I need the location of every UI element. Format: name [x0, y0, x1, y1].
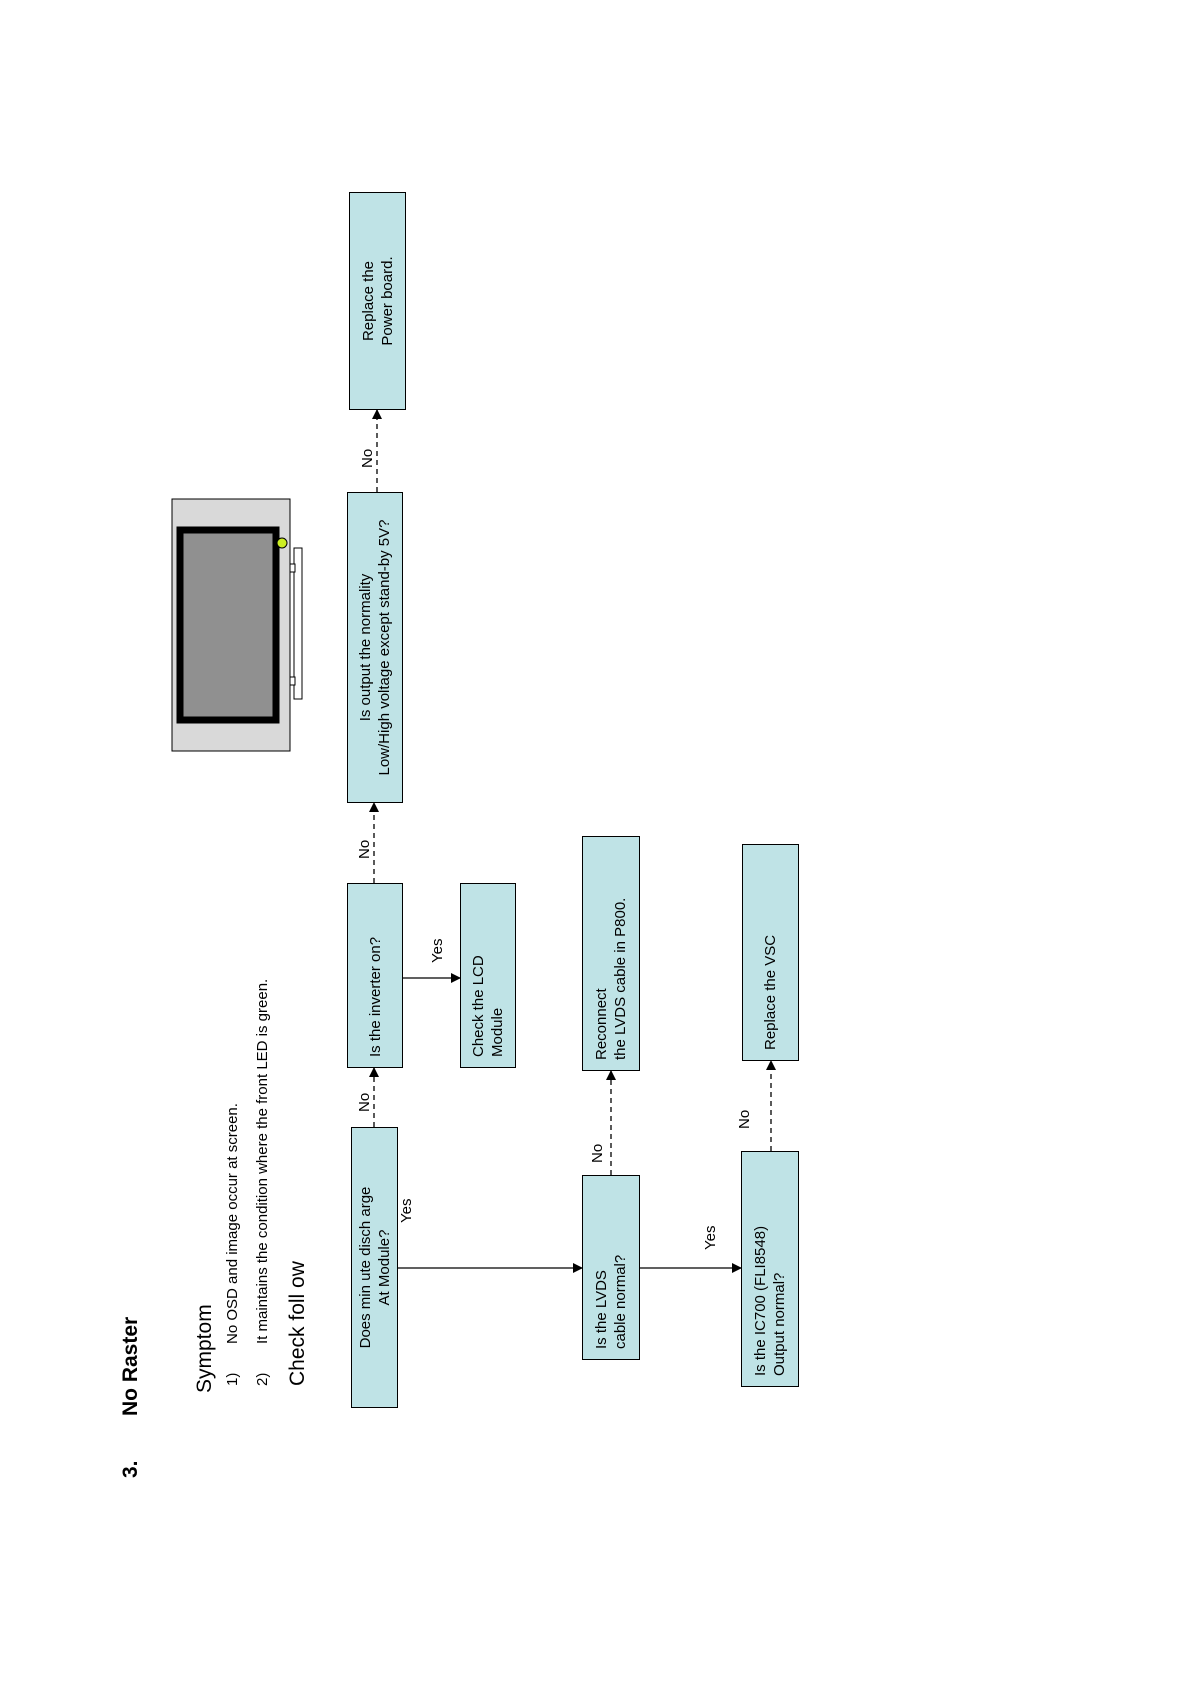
node-text: Does min ute disch arge	[356, 1186, 374, 1349]
node-ic700: Is the IC700 (FLI8548) Output normal?	[741, 1151, 799, 1387]
node-text: Is output the normality	[357, 573, 374, 722]
node-text: At Module?	[375, 1229, 393, 1306]
node-inverter: Is the inverter on?	[347, 883, 403, 1068]
node-discharge: Does min ute disch arge At Module?	[351, 1127, 398, 1408]
front-led-icon	[276, 537, 288, 549]
node-reconnect-lvds: Reconnect the LVDS cable in P800.	[582, 836, 640, 1071]
node-text: Power board.	[378, 256, 396, 346]
node-lvds-cable: Is the LVDS cable normal?	[582, 1175, 640, 1360]
node-text: Replace the VSC	[762, 934, 779, 1050]
node-text: Output normal?	[771, 1272, 788, 1376]
node-output-normality: Is output the normality Low/High voltage…	[347, 492, 403, 803]
node-text: Module	[489, 1007, 506, 1057]
edge-label-inverter-no: No	[356, 839, 373, 859]
node-text: Is the inverter on?	[366, 936, 384, 1057]
node-text: Is the IC700 (FLI8548)	[752, 1225, 769, 1376]
node-text: Low/High voltage except stand-by 5V?	[376, 519, 393, 776]
node-text: cable normal?	[612, 1254, 629, 1349]
node-replace-power-board: Replace the Power board.	[349, 192, 406, 410]
node-text: Reconnect	[593, 988, 610, 1060]
node-check-lcd: Check the LCD Module	[460, 883, 516, 1068]
node-text: Replace the	[359, 260, 377, 342]
tv-set-icon	[171, 498, 303, 752]
edge-label-ic700-no: No	[736, 1109, 753, 1129]
edge-label-lvds-yes: Yes	[702, 1225, 719, 1250]
edge-label-output-no: No	[359, 448, 376, 468]
edge-label-discharge-yes: Yes	[398, 1198, 415, 1223]
edge-label-discharge-no: No	[356, 1092, 373, 1112]
node-text: Check the LCD	[470, 955, 487, 1057]
node-replace-vsc: Replace the VSC	[742, 844, 799, 1061]
edge-label-lvds-no: No	[589, 1143, 606, 1163]
node-text: the LVDS cable in P800.	[612, 897, 629, 1060]
edge-label-inverter-yes: Yes	[429, 938, 446, 963]
node-text: Is the LVDS	[593, 1270, 610, 1349]
